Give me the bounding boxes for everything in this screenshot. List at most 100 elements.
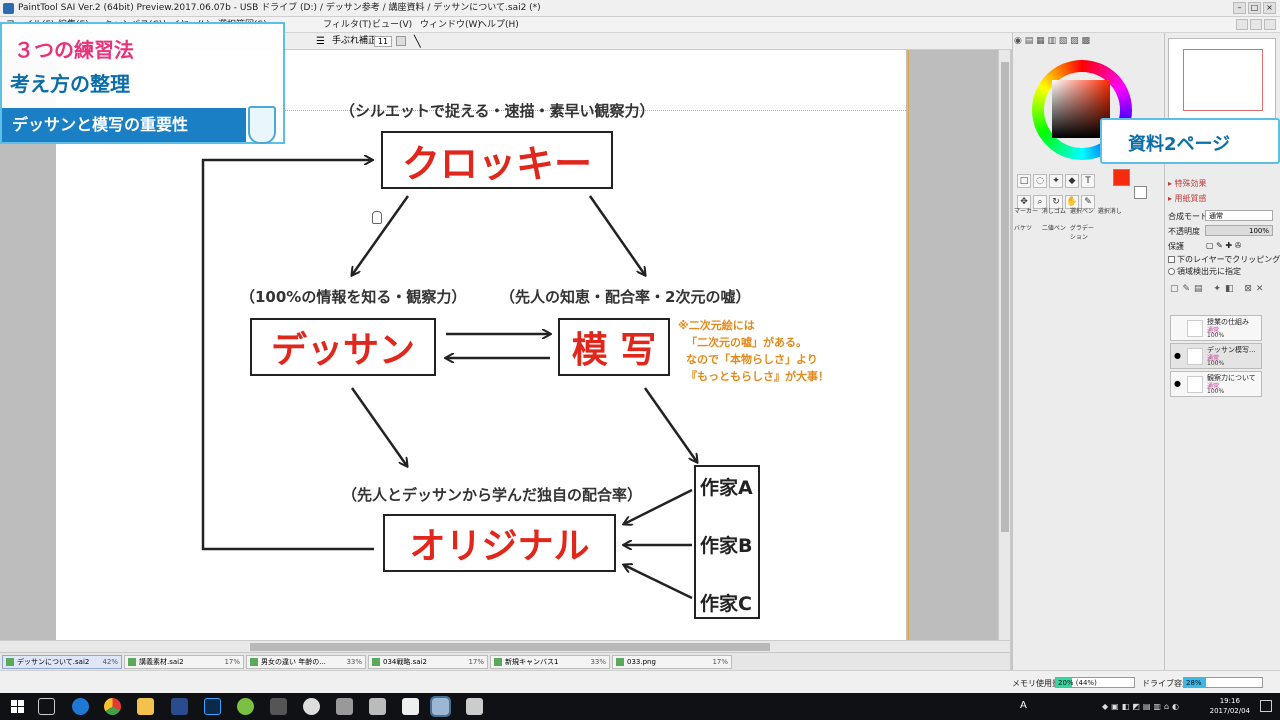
drive-label: ドライブ容量 xyxy=(1142,679,1190,688)
stabilizer-dropdown-icon[interactable] xyxy=(396,36,406,46)
layer-item[interactable]: ● 観察力について 通常 100% xyxy=(1170,371,1262,397)
window-title: PaintTool SAI Ver.2 (64bit) Preview.2017… xyxy=(18,3,541,13)
doc-tab-zoom: 17% xyxy=(712,658,728,666)
lasso-icon[interactable]: ◌ xyxy=(1033,174,1047,188)
layer-item[interactable]: ● デッサン模写... 通常 100% xyxy=(1170,343,1262,369)
rotate-icon[interactable]: ↻ xyxy=(1049,195,1063,209)
blend-mode-select[interactable]: 通常 xyxy=(1205,210,1273,221)
app-icon-chat[interactable] xyxy=(369,698,386,715)
navigator[interactable] xyxy=(1168,38,1276,120)
menu-filter[interactable]: フィルタ(T) xyxy=(323,20,372,30)
copy-label: 模 写 xyxy=(571,329,657,371)
original-box: オリジナル xyxy=(383,514,616,572)
brush-select-pen[interactable]: 選択ペン xyxy=(1069,208,1094,215)
notification-icon[interactable] xyxy=(1260,700,1272,712)
eye-icon[interactable]: ● xyxy=(1174,351,1181,360)
menu-window[interactable]: ウィンドウ(W) xyxy=(420,20,481,30)
region-source-option[interactable]: 領域検出元に指定 xyxy=(1168,266,1241,277)
layer-item[interactable]: 授業の仕組み 通常 100% xyxy=(1170,315,1262,341)
close-button[interactable]: × xyxy=(1263,2,1276,14)
windows-start-icon[interactable] xyxy=(11,700,25,714)
text-icon[interactable]: T xyxy=(1081,174,1095,188)
clipping-checkbox[interactable] xyxy=(1168,256,1175,263)
app-icon-green[interactable] xyxy=(237,698,254,715)
file-icon xyxy=(128,658,136,666)
menu-help[interactable]: ヘルプ(H) xyxy=(478,20,519,30)
brush-marker[interactable]: マーカー xyxy=(1014,208,1039,215)
eye-icon[interactable]: ● xyxy=(1174,379,1181,388)
minimize-button[interactable]: – xyxy=(1233,2,1246,14)
select-rect-icon[interactable]: □ xyxy=(1017,174,1031,188)
stabilizer-select[interactable]: 11 xyxy=(374,36,392,47)
paper-texture-toggle[interactable]: ▸ 用紙質感 xyxy=(1168,194,1207,203)
photoshop-icon[interactable] xyxy=(204,698,221,715)
guide-line-horizontal xyxy=(56,110,906,111)
brush-eraser[interactable]: 消しゴム xyxy=(1041,208,1066,215)
clipping-option[interactable]: 下のレイヤーでクリッピング xyxy=(1168,254,1280,265)
layer-visibility-icon[interactable] xyxy=(1174,323,1183,332)
artist-b-label: 作家B xyxy=(700,535,753,557)
region-source-checkbox[interactable] xyxy=(1168,268,1175,275)
color-mode-tabs[interactable]: ◉ ▤ ▦ ▥ ▧ ▨ ▩ xyxy=(1014,36,1091,46)
status-bar: メモリ使用量 20% (44%) ドライブ容量 28% xyxy=(0,670,1280,693)
line-tool-icon[interactable]: ╲ xyxy=(414,35,421,48)
blend-mode-label: 合成モード xyxy=(1168,212,1208,221)
app-icon-gray[interactable] xyxy=(336,698,353,715)
system-tray-icons[interactable]: ◆▣◧◩▤▥⌂◐ xyxy=(1102,702,1183,711)
edge-icon[interactable] xyxy=(72,698,89,715)
brush-select-erase[interactable]: 選択消し xyxy=(1097,208,1122,215)
hand-icon[interactable]: ✋ xyxy=(1065,195,1079,209)
layer-name: 授業の仕組み xyxy=(1207,318,1249,326)
opacity-slider[interactable]: 100% xyxy=(1205,225,1273,236)
explorer-icon[interactable] xyxy=(137,698,154,715)
magic-wand-icon[interactable]: ✦ xyxy=(1049,174,1063,188)
sai-taskbar-icon[interactable] xyxy=(430,696,451,717)
brush-bucket[interactable]: バケツ xyxy=(1014,225,1033,232)
doc-restore-button[interactable] xyxy=(1250,19,1262,30)
brush-binary-pen[interactable]: 二値ペン xyxy=(1041,225,1066,232)
protect-icons[interactable]: ▢ ✎ ✚ ✇ xyxy=(1206,241,1242,250)
overlay-line-3: デッサンと模写の重要性 xyxy=(2,108,246,142)
drive-meter: 28% xyxy=(1183,677,1263,688)
zoom-icon[interactable]: ⌕ xyxy=(1033,195,1047,209)
fill-icon[interactable]: ◆ xyxy=(1065,174,1079,188)
horizontal-scroll-thumb[interactable] xyxy=(250,643,770,651)
file-icon xyxy=(494,658,502,666)
doc-tab[interactable]: 男女の違い 年齢の...33% xyxy=(246,655,366,669)
doc-close-button[interactable] xyxy=(1264,19,1276,30)
doc-minimize-button[interactable] xyxy=(1236,19,1248,30)
clock[interactable]: 19:16 2017/02/04 xyxy=(1210,696,1250,716)
task-view-icon[interactable] xyxy=(38,698,55,715)
layer-toolbar[interactable]: ▢✎▤ ✦◧ ⊠✕ xyxy=(1170,284,1268,294)
image-app-icon[interactable] xyxy=(466,698,483,715)
store-icon[interactable] xyxy=(171,698,188,715)
title-bar: PaintTool SAI Ver.2 (64bit) Preview.2017… xyxy=(0,0,1280,17)
move-icon[interactable]: ✥ xyxy=(1017,195,1031,209)
menu-view[interactable]: ビュー(V) xyxy=(372,20,413,30)
maximize-button[interactable]: □ xyxy=(1248,2,1261,14)
layer-name: 観察力について xyxy=(1207,374,1256,382)
background-color-swatch[interactable] xyxy=(1134,186,1147,199)
vertical-scroll-thumb[interactable] xyxy=(1001,62,1009,532)
taskbar: A ◆▣◧◩▤▥⌂◐ 19:16 2017/02/04 xyxy=(0,693,1280,720)
file-icon xyxy=(616,658,624,666)
eyedropper-icon[interactable]: ✎ xyxy=(1081,195,1095,209)
canvas-vertical-scrollbar[interactable] xyxy=(998,50,1010,640)
current-color-swatch[interactable] xyxy=(1113,169,1130,186)
drive-value: 28% xyxy=(1186,679,1202,687)
pen-app-icon[interactable] xyxy=(270,698,287,715)
app-icon-figure[interactable] xyxy=(402,698,419,715)
texture-effects-toggle[interactable]: ▸ 特殊効果 xyxy=(1168,179,1207,188)
brush-gradation[interactable]: グラデーション xyxy=(1069,225,1094,241)
app-icon-clock[interactable] xyxy=(303,698,320,715)
canvas-horizontal-scrollbar[interactable] xyxy=(0,640,1010,652)
opacity-label: 不透明度 xyxy=(1168,227,1200,236)
ime-indicator[interactable]: A xyxy=(1020,700,1027,711)
chrome-icon[interactable] xyxy=(104,698,121,715)
clipping-label: 下のレイヤーでクリッピング xyxy=(1177,255,1280,264)
